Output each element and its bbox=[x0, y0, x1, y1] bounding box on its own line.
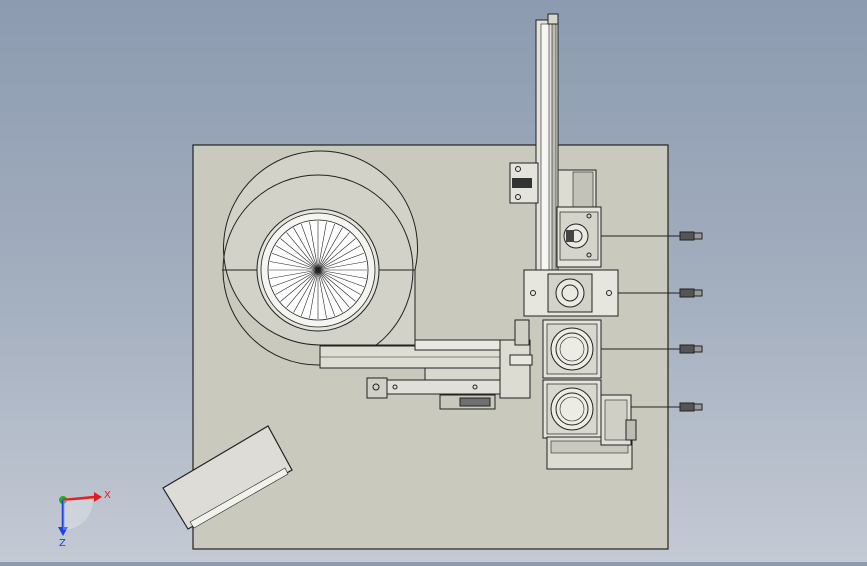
transfer-arm[interactable] bbox=[366, 319, 533, 410]
bowl-spoke bbox=[280, 269, 319, 302]
axis-triad: X Z bbox=[58, 490, 111, 549]
bowl-spoke bbox=[293, 269, 319, 313]
bowl-spoke bbox=[317, 269, 367, 279]
gripper-module[interactable] bbox=[556, 206, 602, 268]
bowl-spoke bbox=[317, 269, 343, 313]
bowl-spoke bbox=[317, 221, 327, 271]
bowl-spoke bbox=[271, 269, 319, 288]
cylinder-2[interactable] bbox=[542, 379, 602, 439]
bowl-spoke bbox=[317, 269, 350, 308]
bowl-spoke bbox=[317, 223, 336, 271]
bowl-spoke bbox=[317, 261, 367, 271]
bowl-spoke bbox=[309, 221, 319, 271]
bowl-spoke bbox=[317, 238, 356, 271]
z-axis-label: Z bbox=[59, 538, 66, 549]
bowl-spoke bbox=[309, 269, 319, 319]
bowl-spoke bbox=[275, 269, 319, 295]
bowl-spoke bbox=[317, 232, 350, 271]
bowl-spoke bbox=[317, 269, 336, 317]
bowl-spoke bbox=[293, 227, 319, 271]
bowl-spoke bbox=[286, 269, 319, 308]
bowl-spoke bbox=[317, 227, 343, 271]
bowl-spoke bbox=[317, 269, 361, 295]
bowl-feeder[interactable] bbox=[222, 150, 419, 366]
bowl-spokes bbox=[269, 221, 367, 319]
motor-plate[interactable] bbox=[523, 269, 619, 317]
bowl-spoke bbox=[317, 245, 361, 271]
bowl-spoke bbox=[300, 223, 319, 271]
bowl-spoke bbox=[271, 252, 319, 271]
bowl-spoke bbox=[317, 269, 356, 302]
bowl-spoke bbox=[300, 269, 319, 317]
drive-block[interactable] bbox=[546, 394, 637, 470]
bowl-spoke bbox=[317, 269, 327, 319]
bowl-spoke bbox=[317, 269, 365, 288]
bowl-spoke bbox=[280, 238, 319, 271]
vertical-rail[interactable] bbox=[509, 13, 597, 271]
bowl-spoke bbox=[269, 261, 319, 271]
cylinder-1[interactable] bbox=[542, 319, 602, 379]
feed-track[interactable] bbox=[319, 339, 516, 381]
x-axis-label: X bbox=[104, 490, 111, 501]
bowl-spoke bbox=[269, 269, 319, 279]
bowl-spoke bbox=[275, 245, 319, 271]
bowl-spoke bbox=[317, 252, 365, 271]
sensor-cables[interactable] bbox=[601, 231, 703, 412]
discharge-chute[interactable] bbox=[162, 425, 293, 530]
bowl-spoke bbox=[286, 232, 319, 271]
